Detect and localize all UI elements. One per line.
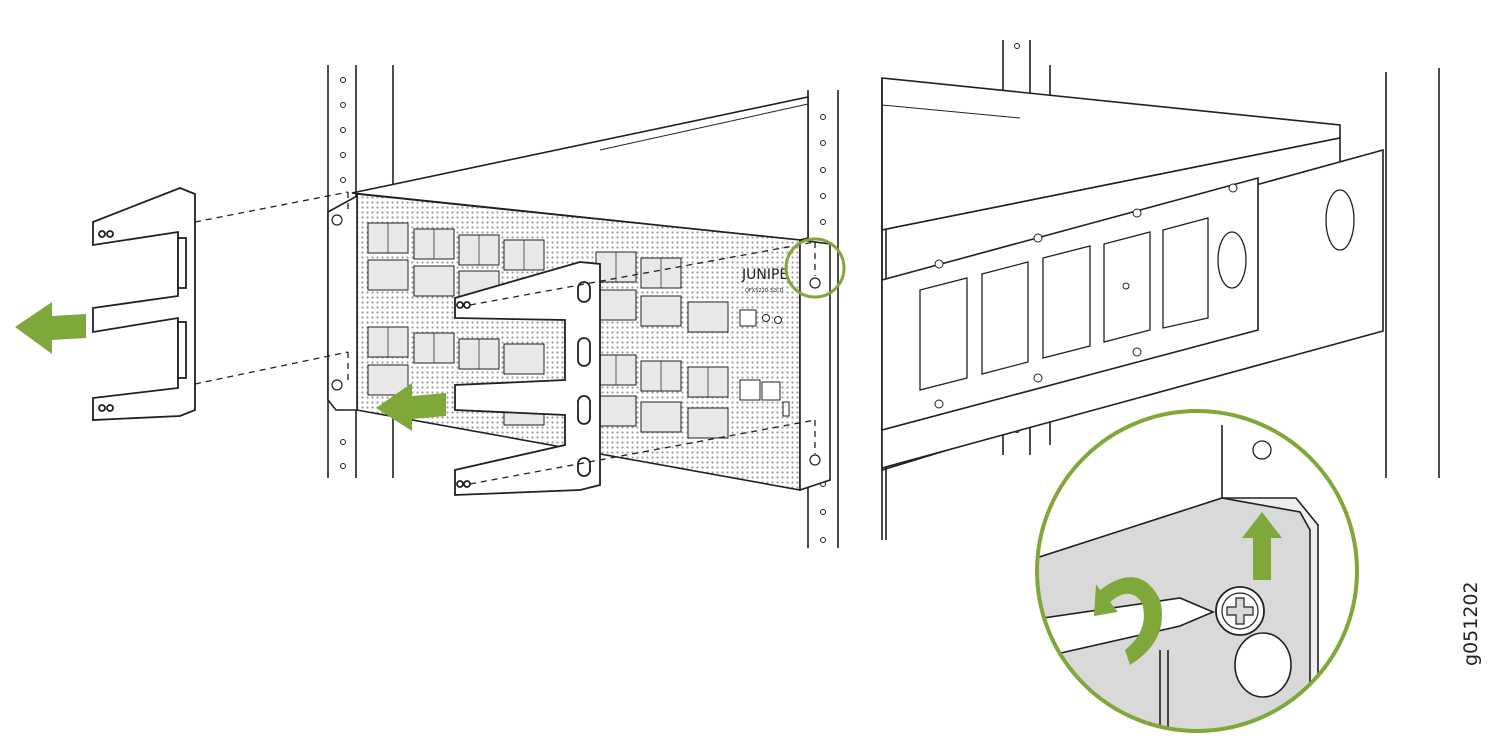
management-ports — [739, 309, 790, 417]
removed-bracket — [92, 187, 196, 421]
cable-management-bracket — [454, 261, 601, 496]
arrow-left-icon — [376, 383, 446, 431]
figure-id-label: g051202 — [1460, 581, 1482, 666]
magnified-detail — [1035, 409, 1359, 733]
arrow-left-icon — [15, 302, 86, 354]
alignment-guides — [194, 191, 816, 485]
rail-screws — [934, 183, 1238, 409]
brand-label: JUNIPE — [741, 267, 788, 283]
figure-id-text: g051202 — [1460, 581, 1482, 666]
model-label: QFX5220-32CD — [745, 288, 784, 294]
phillips-screw-icon — [1215, 586, 1265, 636]
rotate-ccw-icon — [1094, 577, 1162, 665]
arrow-up-icon — [1242, 512, 1282, 580]
ear-screws — [331, 214, 821, 466]
port-dividers — [387, 223, 709, 397]
highlight-circle — [784, 237, 846, 299]
right-rack-holes — [820, 114, 826, 543]
rail-cutouts — [919, 189, 1355, 391]
